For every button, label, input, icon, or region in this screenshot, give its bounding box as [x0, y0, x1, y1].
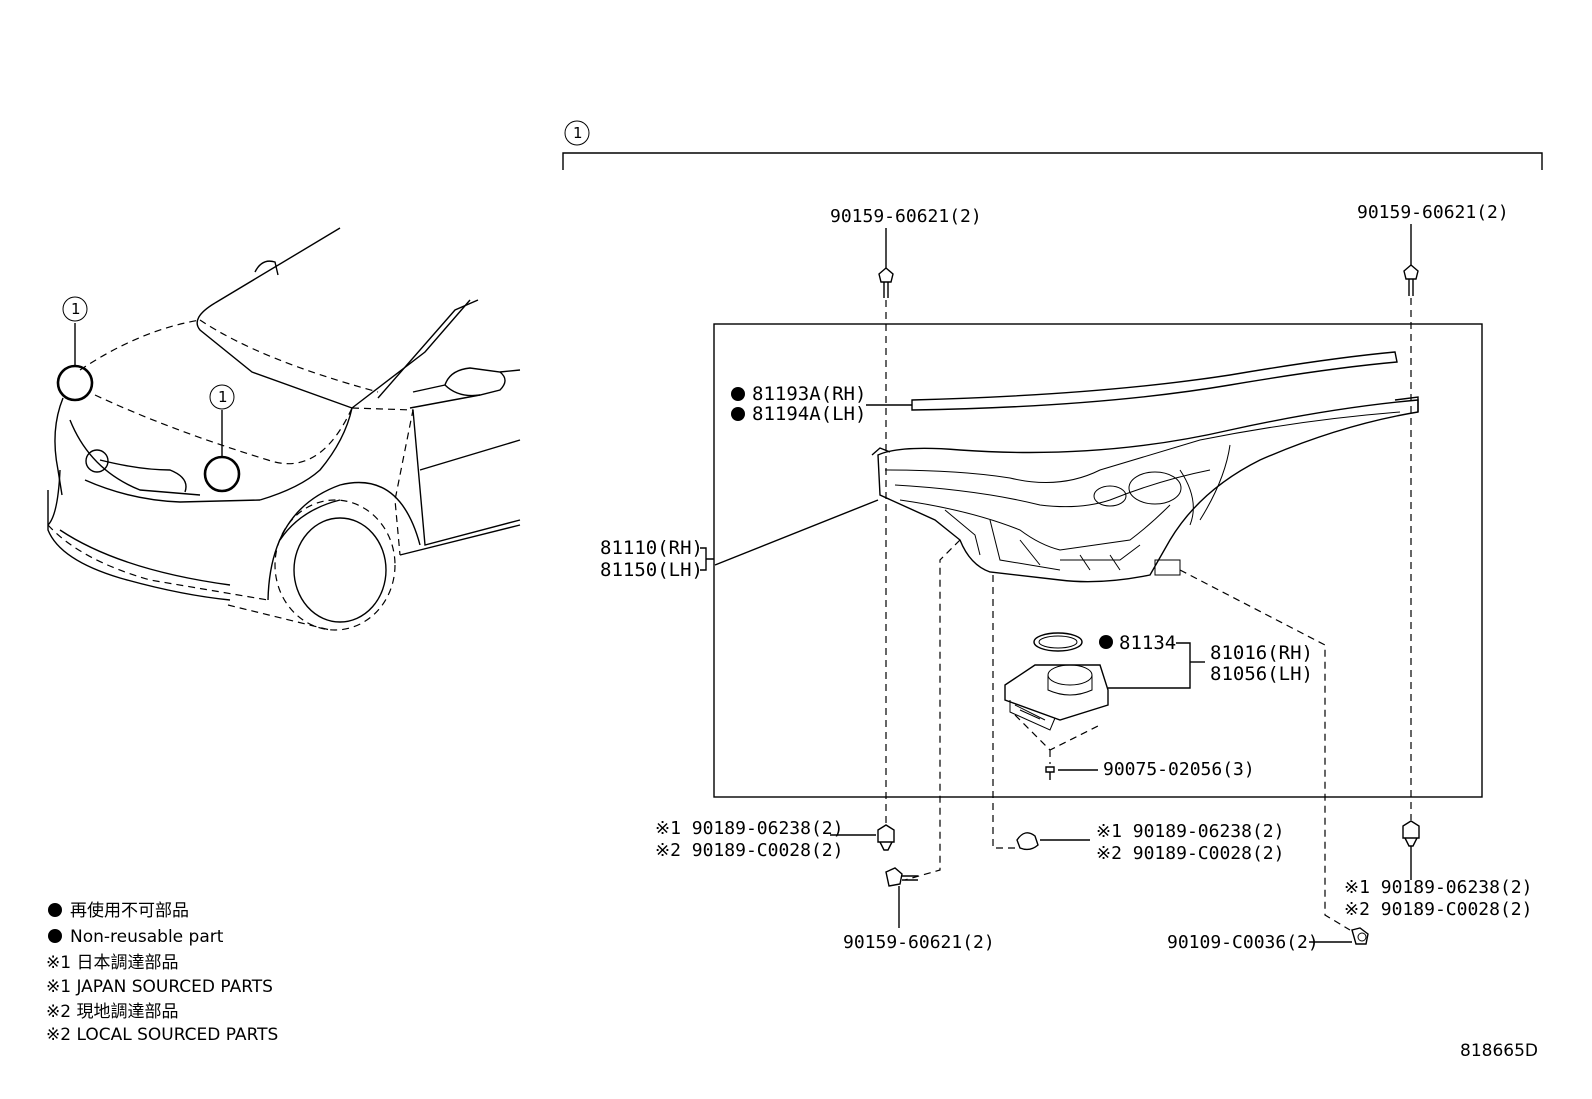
clip-left-label-2: ※2 90189-C0028(2)	[655, 840, 843, 861]
headlamp-assembly-box	[713, 323, 1483, 798]
lamp-computer	[1004, 664, 1109, 721]
nonreusable-marker	[731, 407, 745, 421]
diagram-id: 818665D	[1460, 1041, 1538, 1061]
legend-nonreusable-en: Non-reusable part	[70, 927, 224, 947]
headlamp-location-right	[203, 455, 241, 493]
guide-center-clip	[992, 575, 1015, 849]
clip-left-label-1: ※1 90189-06238(2)	[655, 818, 843, 839]
headlamp-unit: 81110(RH) 81150(LH)	[600, 396, 1419, 583]
bolt-top-left-label: 90159-60621(2)	[830, 206, 982, 227]
headlamp-lh-label: 81150(LH)	[600, 559, 703, 581]
computer-lh-label: 81056(LH)	[1210, 663, 1313, 685]
legend-nonreusable-jp: 再使用不可部品	[70, 900, 189, 921]
guide-bottom-right-bolt	[1179, 569, 1351, 931]
o-ring	[1033, 632, 1083, 652]
legend-local-jp: ※2 現地調達部品	[46, 1002, 178, 1022]
legend-japan-jp: ※1 日本調達部品	[46, 953, 178, 973]
garnish-rh-label: 81193A(RH)	[752, 383, 866, 405]
bolt-top-right: 90159-60621(2)	[1357, 202, 1509, 820]
ref-callout-right	[209, 384, 235, 410]
lamp-computer-group: 81134 81016(RH) 81056(LH)	[1004, 632, 1313, 751]
bolt-bottom-right: 90109-C0036(2)	[1167, 927, 1369, 953]
bolt-bottom-right-label: 90109-C0036(2)	[1167, 932, 1319, 953]
ref-callout-left-number: 1	[71, 300, 81, 318]
ref-callout-right-number: 1	[218, 388, 228, 406]
assembly-ref-number: 1	[573, 124, 583, 142]
screw-label: 90075-02056(3)	[1103, 759, 1255, 780]
garnish-lh-label: 81194A(LH)	[752, 403, 866, 425]
assembly-bracket: 1	[562, 120, 1543, 170]
nonreusable-marker	[1099, 635, 1113, 649]
clip-left: ※1 90189-06238(2) ※2 90189-C0028(2)	[655, 818, 895, 861]
garnish-callout: 81193A(RH) 81194A(LH)	[731, 383, 912, 425]
clip-right: ※1 90189-06238(2) ※2 90189-C0028(2)	[1344, 820, 1532, 920]
vehicle-front-sketch: 1 1	[47, 227, 521, 631]
legend-japan-en: ※1 JAPAN SOURCED PARTS	[46, 977, 273, 997]
clip-right-label-1: ※1 90189-06238(2)	[1344, 877, 1532, 898]
legend: 再使用不可部品 Non-reusable part ※1 日本調達部品 ※1 J…	[46, 900, 278, 1045]
ref-callout-left	[62, 296, 88, 322]
assembly-ref-callout	[564, 120, 590, 146]
computer-rh-label: 81016(RH)	[1210, 642, 1313, 664]
bolt-top-right-label: 90159-60621(2)	[1357, 202, 1509, 223]
oring-label: 81134	[1119, 632, 1176, 654]
clip-right-label-2: ※2 90189-C0028(2)	[1344, 899, 1532, 920]
headlamp-location-left	[56, 364, 94, 402]
legend-bullet	[48, 903, 62, 917]
headlamp-rh-label: 81110(RH)	[600, 537, 703, 559]
legend-local-en: ※2 LOCAL SOURCED PARTS	[46, 1025, 278, 1045]
clip-center: ※1 90189-06238(2) ※2 90189-C0028(2)	[1016, 821, 1284, 864]
clip-center-label-2: ※2 90189-C0028(2)	[1096, 843, 1284, 864]
clip-center-label-1: ※1 90189-06238(2)	[1096, 821, 1284, 842]
bolt-top-left: 90159-60621(2)	[830, 206, 982, 825]
guide-bottom-bolt	[904, 539, 961, 881]
bolt-bottom: 90159-60621(2)	[843, 867, 995, 953]
legend-bullet	[48, 929, 62, 943]
garnish-strip	[911, 351, 1398, 411]
screw: 90075-02056(3)	[1045, 750, 1255, 780]
bolt-bottom-label: 90159-60621(2)	[843, 932, 995, 953]
nonreusable-marker	[731, 387, 745, 401]
